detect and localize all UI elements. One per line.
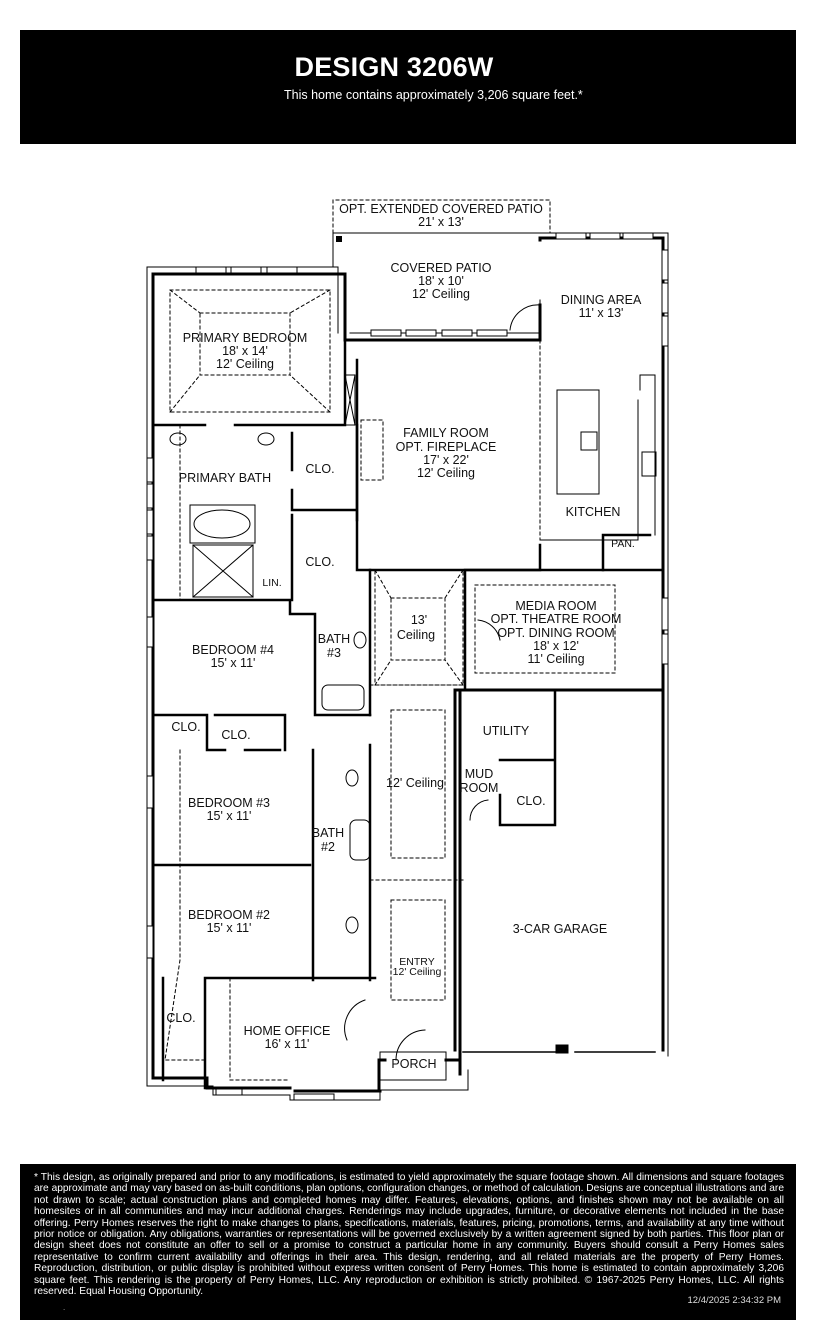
garage-label: 3-CAR GARAGE — [513, 922, 607, 936]
closet-b4b-label: CLO. — [221, 728, 250, 742]
hall-13-label-1: 13' — [411, 613, 427, 627]
primary-bath-label: PRIMARY BATH — [179, 471, 271, 485]
primary-bedroom-label: PRIMARY BEDROOM — [183, 331, 308, 345]
media-room-ceiling: 11' Ceiling — [527, 652, 584, 666]
opt-patio-size: 21' x 13' — [418, 215, 464, 229]
covered-patio-ceiling: 12' Ceiling — [412, 287, 470, 301]
bedroom-3-label: BEDROOM #3 — [188, 796, 270, 810]
disclaimer-text: * This design, as originally prepared an… — [34, 1172, 784, 1298]
bedroom-4-label: BEDROOM #4 — [192, 643, 274, 657]
primary-bedroom-size: 18' x 14' — [222, 344, 268, 358]
porch-label: PORCH — [391, 1057, 436, 1071]
hall-12-ceiling-label: 12' Ceiling — [386, 776, 444, 790]
kitchen-label: KITCHEN — [566, 505, 621, 519]
covered-patio-label: COVERED PATIO — [391, 261, 492, 275]
floor-plan-drawing: OPT. EXTENDED COVERED PATIO 21' x 13' CO… — [146, 199, 669, 1101]
family-room-ceiling: 12' Ceiling — [417, 466, 475, 480]
bath-3-label-1: BATH — [318, 632, 350, 646]
covered-patio-size: 18' x 10' — [418, 274, 464, 288]
home-office-size: 16' x 11' — [265, 1037, 310, 1051]
closet-b4a-label: CLO. — [171, 720, 200, 734]
timestamp: 12/4/2025 2:34:32 PM — [687, 1295, 782, 1306]
floor-plan: OPT. EXTENDED COVERED PATIO 21' x 13' CO… — [0, 180, 816, 1120]
family-room-option: OPT. FIREPLACE — [396, 440, 497, 454]
family-room-label: FAMILY ROOM — [403, 426, 489, 440]
hall-13-label-2: Ceiling — [397, 628, 435, 642]
footer-dot: . — [63, 1303, 66, 1312]
home-office-label: HOME OFFICE — [244, 1024, 331, 1038]
family-room-size: 17' x 22' — [423, 453, 469, 467]
room-labels: OPT. EXTENDED COVERED PATIO 21' x 13' CO… — [166, 202, 642, 1071]
primary-closet-2-label: CLO. — [305, 555, 334, 569]
bath-2-label-2: #2 — [321, 840, 335, 854]
media-room-option-1: OPT. THEATRE ROOM — [491, 612, 622, 626]
media-room-option-2: OPT. DINING ROOM — [497, 626, 614, 640]
media-room-size: 18' x 12' — [533, 639, 579, 653]
entry-label: ENTRY — [399, 956, 434, 968]
bedroom-3-size: 15' x 11' — [207, 809, 252, 823]
footer-disclaimer-banner: * This design, as originally prepared an… — [20, 1164, 796, 1320]
dining-area-size: 11' x 13' — [579, 306, 624, 320]
dining-area-label: DINING AREA — [561, 293, 642, 307]
bath-3-label-2: #3 — [327, 646, 341, 660]
design-title: DESIGN 3206W — [294, 52, 494, 82]
media-room-label: MEDIA ROOM — [515, 599, 596, 613]
mud-closet-label: CLO. — [516, 794, 545, 808]
pantry-label: PAN. — [611, 538, 635, 550]
bedroom-4-size: 15' x 11' — [211, 656, 256, 670]
opt-patio-outline — [332, 199, 551, 234]
linen-label: LIN. — [262, 577, 281, 589]
primary-closet-1-label: CLO. — [305, 462, 334, 476]
mud-room-label-2: ROOM — [460, 781, 499, 795]
closet-b2-label: CLO. — [166, 1011, 195, 1025]
bedroom-2-label: BEDROOM #2 — [188, 908, 270, 922]
entry-ceiling: 12' Ceiling — [393, 966, 442, 978]
square-footage-note: This home contains approximately 3,206 s… — [284, 88, 583, 102]
header-banner: DESIGN 3206W This home contains approxim… — [20, 30, 796, 144]
bedroom-2-size: 15' x 11' — [207, 921, 252, 935]
bath-2-label-1: BATH — [312, 826, 344, 840]
primary-bedroom-ceiling: 12' Ceiling — [216, 357, 274, 371]
utility-label: UTILITY — [483, 724, 530, 738]
opt-patio-label: OPT. EXTENDED COVERED PATIO — [339, 202, 543, 216]
mud-room-label-1: MUD — [465, 767, 493, 781]
